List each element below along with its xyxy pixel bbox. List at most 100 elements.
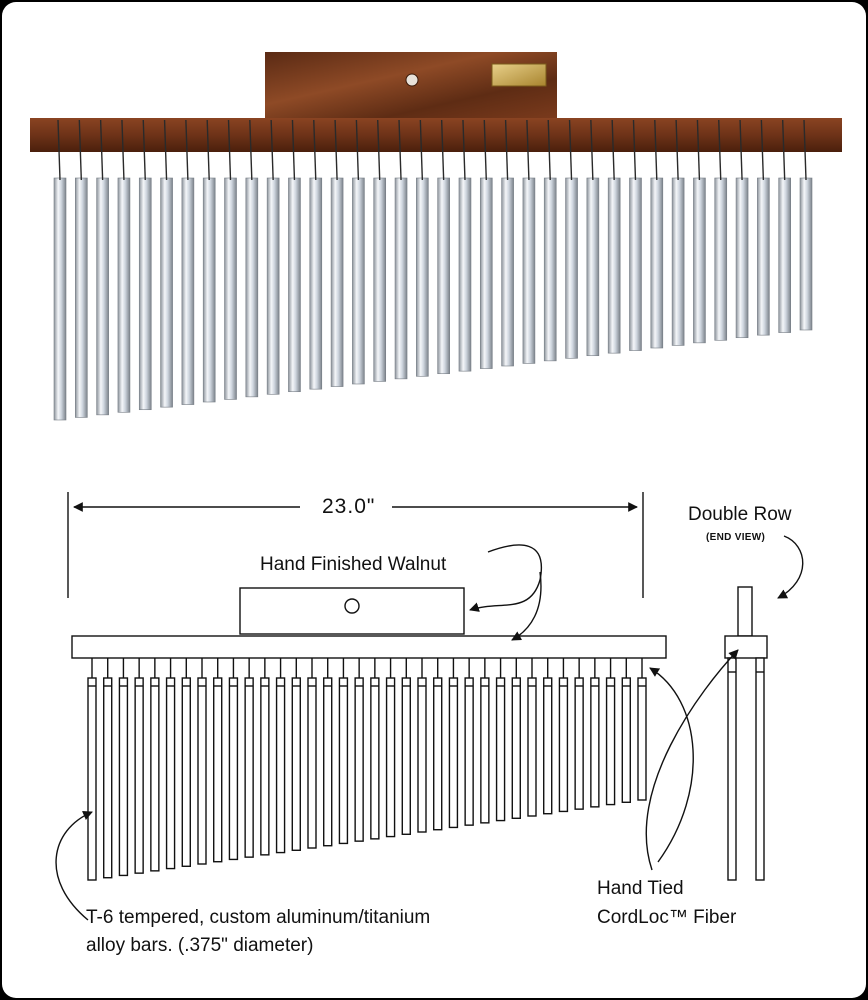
photo-cord (803, 119, 807, 181)
photo-cord (163, 119, 168, 181)
photo-bar (607, 177, 621, 354)
drawing-bar (150, 677, 160, 872)
drawing-bar (448, 677, 459, 829)
photo-cord (270, 119, 274, 181)
drawing-bar (213, 677, 223, 863)
drawing-bar (87, 677, 97, 881)
walnut-rail-leader-arrow (511, 571, 542, 641)
drawing-bar (385, 677, 396, 838)
drawing-bar (165, 677, 176, 870)
drawing-bar (370, 677, 380, 840)
photo-bar (96, 177, 109, 416)
bars-label-line2: alloy bars. (.375" diameter) (86, 935, 314, 956)
photo-bar (565, 177, 578, 359)
photo-cord (590, 119, 594, 181)
photo-cord (739, 119, 743, 181)
photo-bar (501, 177, 514, 367)
drawing-bar (401, 677, 411, 835)
photo-bar (202, 177, 216, 403)
photo-bar (288, 177, 301, 393)
photo-bar (693, 177, 706, 344)
photo-bar (53, 177, 67, 421)
drawing-bar (307, 677, 317, 849)
photo-cord (632, 119, 637, 181)
photo-cord (377, 119, 381, 181)
drawing-bar (338, 677, 349, 845)
double-row-label: Double Row (688, 504, 792, 525)
drawing-bar (354, 677, 364, 842)
drawing-bar (244, 677, 254, 858)
drawing-bar (291, 677, 301, 851)
photo-cord (142, 119, 146, 181)
photo-cord (57, 119, 61, 181)
photo-cord (781, 119, 786, 181)
photo-cord (206, 119, 210, 181)
photo-bar (650, 177, 664, 349)
drawing-bar (495, 677, 506, 822)
photo-cord (547, 119, 551, 181)
drawing-bar (590, 677, 600, 808)
walnut-leader-arrow (469, 544, 543, 612)
photo-bar (778, 177, 791, 333)
drawing-bar (260, 677, 270, 856)
photo-cord-group (57, 119, 807, 181)
photo-cord (121, 119, 125, 181)
photo-cord (654, 119, 658, 181)
photo-cord (355, 119, 360, 181)
drawing-bar (433, 677, 443, 831)
photo-bar (586, 177, 600, 357)
photo-bar (799, 177, 813, 331)
photo-cord (99, 119, 104, 181)
photo-cord (675, 119, 679, 181)
drawing-bar (181, 677, 191, 867)
photo-bar (309, 177, 323, 390)
fiber-rail-leader-arrow (649, 667, 694, 863)
drawing-bar (511, 677, 521, 819)
drawing-bar (417, 677, 427, 833)
photo-cord (185, 119, 189, 181)
photo-bar (458, 177, 472, 372)
photo-bar (352, 177, 365, 385)
fiber-label-line2: CordLoc™ Fiber (597, 907, 737, 928)
drawing-rail (71, 635, 667, 659)
drawing-bar (197, 677, 207, 865)
photo-bar (160, 177, 173, 408)
drawing-bar (605, 677, 616, 806)
walnut-label: Hand Finished Walnut (260, 554, 447, 575)
fiber-leader-arrow (645, 649, 739, 871)
photo-cord (504, 119, 509, 181)
photo-cord (78, 119, 83, 181)
photo-bar (117, 177, 131, 413)
photo-cord (568, 119, 573, 181)
bars-label-line1: T-6 tempered, custom aluminum/titanium (86, 907, 431, 928)
photo-bar (181, 177, 195, 405)
photo-bar (757, 177, 770, 336)
drawing-bar (464, 677, 474, 826)
drawing-bar (480, 677, 490, 824)
photo-bar (394, 177, 408, 380)
photo-bar (522, 177, 536, 364)
photo-cord (483, 119, 487, 181)
photo-cord (462, 119, 466, 181)
photo-bar (714, 177, 728, 341)
photo-bar (629, 177, 642, 351)
drawing-mount-hole (344, 598, 360, 614)
photo-bar (543, 177, 557, 362)
drawing-bar (134, 677, 144, 874)
photo-cord (718, 119, 722, 181)
photo-cord (398, 119, 402, 181)
drawing-bar (228, 677, 239, 861)
photo-bar (245, 177, 259, 398)
drawing-bar (275, 677, 286, 854)
bars-leader-arrow (55, 810, 93, 921)
drawing-bar (103, 677, 113, 879)
photo-cord (760, 119, 765, 181)
drawing-bar (621, 677, 631, 803)
photo-bar (266, 177, 280, 395)
photo-bar (138, 177, 152, 411)
photo-bar (330, 177, 344, 387)
photo-cord (611, 119, 615, 181)
photo-brass-badge (491, 63, 547, 87)
drawing-bar (558, 677, 569, 813)
